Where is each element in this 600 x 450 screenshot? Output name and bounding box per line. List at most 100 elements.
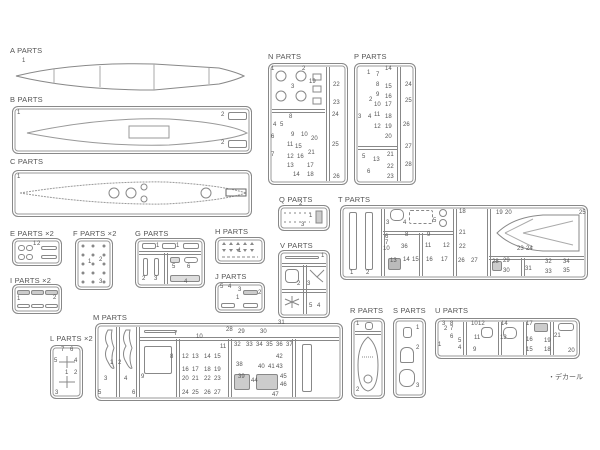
sprue-f: 1 2 3	[75, 238, 113, 290]
part-number: 40	[258, 364, 265, 370]
part	[409, 210, 433, 224]
part-number: 2	[53, 295, 57, 301]
group-label-r: R PARTS	[350, 306, 384, 315]
divider	[355, 331, 381, 335]
sprue-t: 1 2 3 4 5 6 7 8 9 10 11 12 13 14 15 16 1…	[340, 205, 588, 280]
group-label-f: F PARTS ×2	[73, 229, 117, 238]
part-number: 24	[332, 112, 339, 118]
part-number: 24	[526, 246, 533, 252]
part-number: 1	[156, 243, 160, 249]
part-number: 12	[443, 243, 450, 249]
part	[45, 304, 58, 308]
part-number: 1	[356, 321, 360, 327]
part-number: 5	[362, 154, 366, 160]
group-label-m: M PARTS	[93, 313, 128, 322]
hull-part-a1	[15, 63, 246, 91]
divider	[498, 322, 502, 355]
part	[17, 290, 30, 295]
part-number: 10	[471, 321, 478, 327]
part-number: 17	[441, 257, 448, 263]
sprue-j: 5 4 3 1 2	[215, 282, 265, 313]
part-v-star	[284, 296, 300, 308]
part	[31, 290, 44, 295]
part	[439, 219, 447, 227]
part-number: 21	[308, 150, 315, 156]
part-number: 28	[226, 327, 233, 333]
part-number: 5	[98, 390, 102, 396]
part-number: 1	[17, 296, 21, 302]
part-r1	[365, 322, 373, 330]
part-number: 24	[182, 390, 189, 396]
part-number: 35	[563, 268, 570, 274]
group-label-p: P PARTS	[354, 52, 387, 61]
part-number: 3	[442, 321, 446, 327]
part-number: 3	[291, 84, 295, 90]
part	[162, 243, 176, 249]
part-number: 23	[387, 174, 394, 180]
part-number: 30	[260, 329, 267, 335]
part-v3	[309, 269, 325, 283]
part-number: 25	[332, 142, 339, 148]
part-number: 1	[350, 270, 354, 276]
group-label-i: I PARTS ×2	[10, 276, 52, 285]
part-number: 27	[405, 144, 412, 150]
part-number: 4	[228, 284, 232, 290]
part-number: 24	[405, 82, 412, 88]
part-number: 4	[124, 376, 128, 382]
part-number: 21	[192, 376, 199, 382]
part-number: 21	[387, 152, 394, 158]
part	[170, 275, 200, 282]
part-number: 12	[478, 321, 485, 327]
group-label-j: J PARTS	[215, 272, 247, 281]
part-n-turrets	[275, 70, 322, 105]
part-number: 2	[99, 257, 103, 263]
part-number: 6	[132, 390, 136, 396]
part-number: 15	[385, 84, 392, 90]
part	[390, 209, 404, 221]
part-number: 20	[182, 376, 189, 382]
part-number: 1	[271, 66, 275, 72]
part-number: 1	[65, 370, 69, 376]
part-number: 17	[307, 163, 314, 169]
part-number: 9	[291, 132, 295, 138]
part-number: 10	[196, 334, 203, 340]
part-number: 1	[88, 259, 92, 265]
part-number: 26	[333, 174, 340, 180]
part-number: 5	[433, 218, 437, 224]
sprue-g: 1 1 2 3 4 5 6	[135, 238, 205, 288]
part	[26, 254, 33, 260]
sprue-b: 1 2 2	[12, 106, 252, 154]
part-t28	[492, 261, 502, 271]
part-number: 6	[385, 234, 389, 240]
part-number: 1	[321, 253, 325, 259]
part-number: 18	[459, 209, 466, 215]
part-number: 14	[501, 321, 508, 327]
part-number: 2	[221, 112, 225, 118]
part-number: 38	[236, 362, 243, 368]
part-number: 16	[426, 257, 433, 263]
divider	[397, 67, 401, 181]
part-number: 12	[287, 154, 294, 160]
group-label-b: B PARTS	[10, 95, 43, 104]
deck-part-c1	[19, 181, 248, 205]
part-number: 4	[403, 220, 407, 226]
part-number: 36	[276, 342, 283, 348]
part-number: 8	[450, 321, 454, 327]
part	[481, 327, 493, 338]
part-number: 13	[390, 258, 397, 264]
part-number: 7	[174, 331, 178, 337]
part-number: 19	[214, 367, 221, 373]
group-label-s: S PARTS	[393, 306, 426, 315]
part	[184, 257, 198, 263]
part-number: 13	[373, 157, 380, 163]
group-label-e: E PARTS ×2	[10, 229, 55, 238]
part-number: 10	[301, 132, 308, 138]
group-label-c: C PARTS	[10, 157, 44, 166]
sprue-i: 1 2	[12, 284, 62, 314]
divider	[164, 253, 168, 284]
part-number: 32	[234, 342, 241, 348]
group-label-n: N PARTS	[268, 52, 302, 61]
part-number: 5	[54, 358, 58, 364]
part	[439, 209, 447, 217]
